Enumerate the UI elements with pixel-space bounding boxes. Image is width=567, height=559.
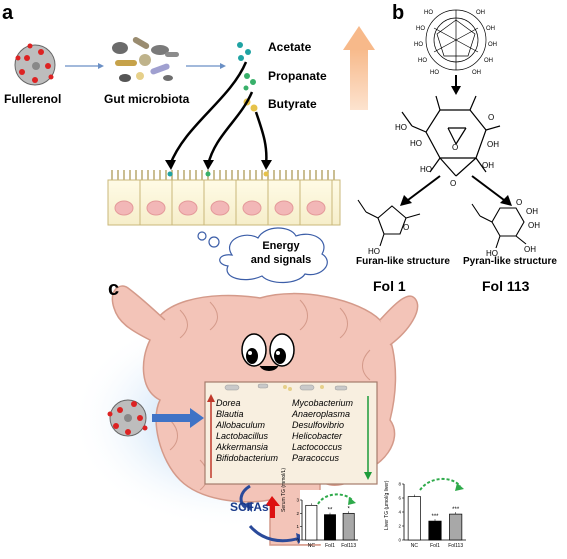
- bacterium-name: Anaeroplasma: [292, 409, 351, 419]
- svg-text:O: O: [488, 113, 494, 122]
- bacterium-name: Lactobacillus: [216, 431, 269, 441]
- x-tick-label: NC: [308, 543, 316, 549]
- y-tick-label: 4: [398, 510, 401, 515]
- svg-text:OH: OH: [526, 207, 538, 216]
- y-tick-label: 8: [398, 482, 401, 487]
- x-tick-label: Fol113: [448, 543, 463, 549]
- furan-label: Furan-like structure: [356, 256, 450, 267]
- svg-text:HO: HO: [416, 26, 425, 32]
- signals-label: and signals: [250, 254, 312, 266]
- scfas-label: SCFAs: [230, 500, 269, 514]
- panel-label-b: b: [392, 2, 405, 24]
- y-tick-label: 2: [398, 524, 401, 529]
- increase-arrow-icon: [343, 26, 375, 110]
- bacterium-name: Paracoccus: [292, 453, 340, 463]
- epithelium-cells-icon: [107, 170, 341, 226]
- y-tick-label: 6: [398, 496, 401, 501]
- gut-microbiota-label: Gut microbiota: [104, 92, 190, 106]
- pyran-label: Pyran-like structure: [463, 256, 557, 267]
- significance-marker: **: [328, 508, 333, 514]
- up-bacteria-list: Dorea Blautia Allobaculum Lactobacillus …: [216, 398, 278, 464]
- svg-text:OH: OH: [487, 140, 499, 149]
- liver-ylabel: Liver TG (µmol/g liver): [384, 480, 390, 530]
- y-tick-label: 0: [398, 538, 401, 543]
- scfa-increase-arrow-icon: [270, 504, 275, 518]
- bacterium-name: Lactococcus: [292, 442, 343, 452]
- liver-tg-chart: 0 2 4 6 8NC Fol1 *** Fol113 ***: [398, 482, 466, 549]
- pyran-structure: [471, 203, 527, 249]
- svg-text:HO: HO: [410, 139, 422, 148]
- energy-cloud-icon: [197, 227, 328, 284]
- absorption-arrows-icon: [168, 61, 268, 166]
- bar: [428, 520, 442, 541]
- bacterium-name: Akkermansia: [216, 442, 269, 452]
- svg-text:HO: HO: [420, 165, 432, 174]
- degraded-fullerenol-structure: [401, 95, 501, 177]
- svg-text:O: O: [516, 198, 522, 207]
- propanate-label: Propanate: [268, 69, 327, 83]
- significance-marker: ***: [452, 507, 460, 513]
- butyrate-label: Butyrate: [268, 97, 317, 111]
- panel-label-a: a: [2, 2, 14, 24]
- energy-label: Energy: [262, 240, 300, 252]
- x-tick-label: Fol1: [325, 543, 335, 549]
- blue-arrow-icon: [152, 414, 192, 422]
- fullerenol-molecule-icon: [14, 43, 56, 86]
- x-tick-label: NC: [411, 543, 419, 549]
- bacterium-name: Helicobacter: [292, 431, 343, 441]
- bacterium-name: Dorea: [216, 398, 241, 408]
- svg-text:OH: OH: [484, 58, 493, 64]
- svg-text:HO: HO: [418, 58, 427, 64]
- furan-structure: [357, 199, 421, 247]
- svg-text:O: O: [452, 143, 458, 152]
- bar: [342, 512, 355, 541]
- y-tick-label: 1: [296, 524, 299, 529]
- svg-text:HO: HO: [430, 70, 439, 76]
- bacteria-box: [204, 381, 378, 485]
- svg-text:OH: OH: [472, 70, 481, 76]
- svg-text:OH: OH: [524, 245, 536, 254]
- serum-tg-chart: 0 1 2 3NC Fol1 ** Fol113 *: [296, 498, 358, 549]
- panel-label-c: c: [108, 278, 120, 300]
- svg-text:HO: HO: [424, 10, 433, 16]
- bar: [449, 513, 463, 541]
- fullerenol-molecule-icon: [107, 399, 148, 437]
- fol1-label: Fol 1: [373, 278, 406, 294]
- significance-marker: *: [347, 506, 350, 512]
- x-tick-label: Fol113: [341, 543, 356, 549]
- svg-text:HO: HO: [414, 42, 423, 48]
- y-tick-label: 3: [296, 498, 299, 503]
- bacterium-name: Bifidobacterium: [216, 453, 279, 463]
- svg-text:O: O: [450, 179, 456, 188]
- svg-text:OH: OH: [482, 161, 494, 170]
- svg-text:O: O: [403, 223, 409, 232]
- bar: [305, 504, 318, 541]
- y-tick-label: 0: [296, 538, 299, 543]
- acetate-label: Acetate: [268, 40, 312, 54]
- bacterium-name: Mycobacterium: [292, 398, 354, 408]
- bacterium-name: Desulfovibrio: [292, 420, 345, 430]
- svg-text:OH: OH: [488, 42, 497, 48]
- fullerenol-label: Fullerenol: [4, 92, 62, 106]
- bar: [407, 496, 421, 541]
- microbiota-cluster-icon: [112, 37, 179, 82]
- significance-marker: ***: [431, 514, 439, 520]
- bacterium-name: Blautia: [216, 409, 244, 419]
- down-bacteria-list: Mycobacterium Anaeroplasma Desulfovibrio…: [292, 398, 353, 464]
- svg-text:HO: HO: [368, 247, 380, 256]
- bacterium-name: Allobaculum: [216, 420, 266, 430]
- y-tick-label: 2: [296, 511, 299, 516]
- svg-text:OH: OH: [528, 221, 540, 230]
- bar: [324, 514, 336, 541]
- svg-text:HO: HO: [395, 123, 407, 132]
- fol113-label: Fol 113: [482, 278, 530, 294]
- fullerenol-cage-structure: [425, 9, 487, 71]
- serum-ylabel: Serum TG (mmol/L): [281, 467, 287, 512]
- svg-text:OH: OH: [486, 26, 495, 32]
- svg-text:OH: OH: [476, 10, 485, 16]
- x-tick-label: Fol1: [430, 543, 440, 549]
- svg-text:HO: HO: [486, 249, 498, 258]
